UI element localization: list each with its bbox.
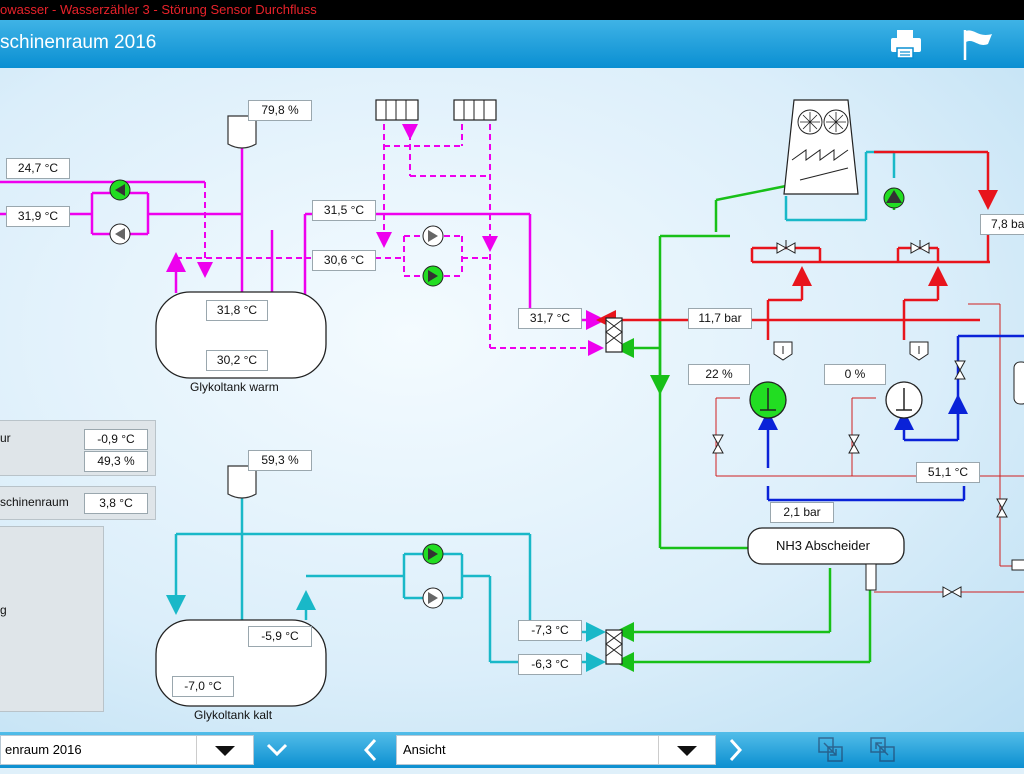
page-title: schinenraum 2016	[0, 32, 157, 53]
heat-exchanger-cold	[605, 629, 623, 665]
compressor-1-running[interactable]	[748, 380, 788, 420]
valve-2-icon[interactable]	[910, 240, 930, 256]
alarm-bar[interactable]: owasser - Wasserzähler 3 - Störung Senso…	[0, 0, 1024, 20]
condenser-pressure: 7,8 ba	[980, 214, 1024, 235]
valve-4-icon[interactable]	[846, 434, 862, 454]
tank-warm-level: 79,8 %	[248, 100, 312, 121]
pump-cold-1-on[interactable]	[421, 542, 445, 566]
outdoor-panel: ur -0,9 °C 49,3 %	[0, 420, 156, 476]
tank-cold-label: Glykoltank kalt	[194, 708, 273, 722]
next-button[interactable]	[720, 735, 750, 765]
motor-2-icon	[909, 341, 929, 361]
pump-warm-3-off[interactable]	[421, 224, 445, 248]
other-label: g	[0, 603, 7, 617]
feed-temp-top: 24,7 °C	[6, 158, 70, 179]
valve-1-icon[interactable]	[776, 240, 796, 256]
heat-exchanger-warm	[605, 317, 623, 353]
hx-cold-bottom-temp: -6,3 °C	[518, 654, 582, 675]
other-panel: g	[0, 526, 104, 712]
prev-button[interactable]	[356, 735, 386, 765]
valve-3-icon[interactable]	[710, 434, 726, 454]
condenser	[783, 99, 859, 195]
motor-1-icon	[773, 341, 793, 361]
room-label: schinenraum	[0, 495, 69, 509]
chevron-down-icon[interactable]	[196, 736, 253, 764]
title-bar: schinenraum 2016	[0, 20, 1024, 68]
high-pressure: 11,7 bar	[688, 308, 752, 329]
print-button[interactable]	[888, 26, 924, 62]
flag-icon	[963, 30, 992, 60]
window-switch-icon	[818, 737, 843, 762]
room-temp: 3,8 °C	[84, 493, 148, 514]
view-select[interactable]: Ansicht	[396, 735, 716, 765]
screen-select[interactable]: enraum 2016	[0, 735, 254, 765]
valve-6-icon[interactable]	[994, 498, 1010, 518]
pump-warm-2-off[interactable]	[108, 222, 132, 246]
warm-supply-temp: 31,5 °C	[312, 200, 376, 221]
warm-return-temp: 30,6 °C	[312, 250, 376, 271]
pump-condenser-on[interactable]	[882, 186, 906, 210]
outdoor-humidity: 49,3 %	[84, 451, 148, 472]
tank-warm-shape	[155, 291, 327, 379]
outdoor-temp: -0,9 °C	[84, 429, 148, 450]
pump-warm-1-on[interactable]	[108, 178, 132, 202]
compressor-1-load: 22 %	[688, 364, 750, 385]
chevron-down-icon	[266, 743, 288, 757]
window-next-button[interactable]	[868, 735, 898, 765]
hx-cold-top-temp: -7,3 °C	[518, 620, 582, 641]
room-panel: schinenraum 3,8 °C	[0, 486, 156, 520]
expand-button[interactable]	[262, 735, 292, 765]
valve-7-icon[interactable]	[942, 584, 962, 600]
feed-temp-bottom: 31,9 °C	[6, 206, 70, 227]
separator-label: NH3 Abscheider	[776, 538, 870, 553]
separator-shape	[747, 527, 905, 565]
window-prev-button[interactable]	[816, 735, 846, 765]
tank-warm-top-temp: 31,8 °C	[206, 300, 268, 321]
hx-warm-temp: 31,7 °C	[518, 308, 582, 329]
compressor-2-stopped[interactable]	[884, 380, 924, 420]
tank-cold-top-temp: -5,9 °C	[248, 626, 312, 647]
bottom-toolbar: enraum 2016 Ansicht	[0, 732, 1024, 768]
window-switch-icon	[870, 737, 895, 762]
screen-select-value: enraum 2016	[5, 742, 82, 757]
flag-button[interactable]	[960, 26, 996, 62]
chevron-down-icon[interactable]	[658, 736, 715, 764]
pump-warm-4-on[interactable]	[421, 264, 445, 288]
tank-cold-bottom-temp: -7,0 °C	[172, 676, 234, 697]
process-schematic: 79,8 % 24,7 °C 31,9 °C 31,5 °C 30,6 °C 3…	[0, 68, 1024, 732]
pump-cold-2-off[interactable]	[421, 586, 445, 610]
alarm-text: owasser - Wasserzähler 3 - Störung Senso…	[0, 2, 317, 17]
view-select-value: Ansicht	[403, 742, 446, 757]
outdoor-label: ur	[0, 431, 11, 445]
chevron-left-icon	[363, 738, 377, 762]
low-pressure: 2,1 bar	[770, 502, 834, 523]
tank-warm-label: Glykoltank warm	[190, 380, 279, 394]
tank-cold-level: 59,3 %	[248, 450, 312, 471]
valve-5-icon[interactable]	[952, 360, 968, 380]
printer-icon	[891, 30, 921, 59]
chevron-right-icon	[729, 738, 743, 762]
compressor-2-load: 0 %	[824, 364, 886, 385]
piping-diagram	[0, 99, 1024, 707]
tank-warm-bottom-temp: 30,2 °C	[206, 350, 268, 371]
oil-temp: 51,1 °C	[916, 462, 980, 483]
